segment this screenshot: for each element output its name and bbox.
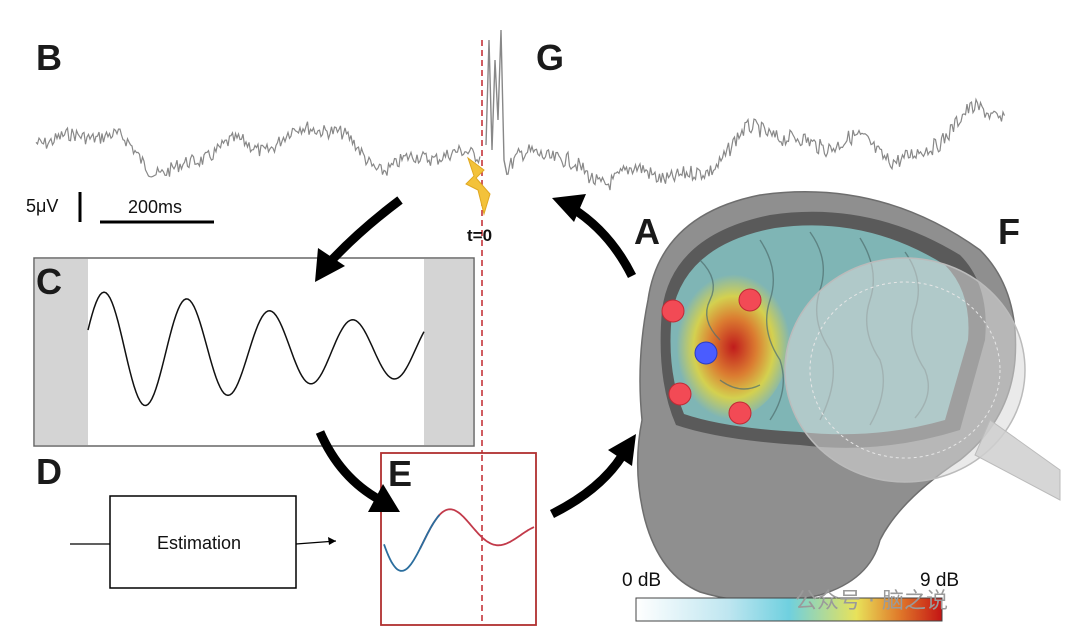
colorbar-min-label: 0 dB (622, 570, 662, 591)
estimation-output-arrowhead (328, 537, 336, 545)
recording-electrode (728, 401, 752, 425)
recording-electrode (661, 299, 685, 323)
filtered-oscillation (87, 291, 425, 407)
arrow-brain-to-g-head (552, 194, 586, 222)
arrow-brain-to-g (569, 204, 637, 279)
time-scale-label: 200ms (128, 197, 183, 217)
stimulation-electrode (694, 341, 718, 365)
cortex-activation (676, 274, 791, 420)
tms-coil-inner-ring (809, 281, 1001, 459)
arrow-b-to-c (326, 196, 403, 266)
tms-coil-handle (974, 419, 1061, 501)
panel-c-frame (33, 257, 475, 447)
lightning-bolt-icon (465, 156, 491, 216)
arrow-c-to-e-head (368, 484, 400, 512)
stimulus-artifact (485, 29, 508, 176)
panel-label-f: F (998, 211, 1020, 252)
panel-label-b: B (36, 37, 62, 78)
colorbar-max-label: 9 dB (920, 570, 960, 591)
panel-c-left-padding (35, 259, 88, 445)
voltage-scale-label: 5μV (26, 196, 59, 216)
panel-c-right-padding (424, 259, 473, 445)
arrow-e-to-brain-head (608, 434, 636, 466)
estimation-label: Estimation (157, 533, 242, 553)
head-model (636, 191, 1061, 603)
estimated-signal (383, 514, 441, 572)
panel-label-g: G (536, 37, 565, 78)
panel-label-e: E (388, 453, 413, 494)
panel-label-c: C (36, 261, 62, 302)
watermark: 公众号 · 脑之说 (795, 589, 948, 614)
tms-coil-disc (784, 257, 1026, 483)
arrow-c-to-e (315, 430, 383, 504)
estimation-block (109, 495, 297, 589)
arrow-e-to-brain (549, 453, 626, 519)
recording-electrode (738, 288, 762, 312)
t0-label: t=0 (467, 226, 493, 245)
colorbar (635, 597, 943, 622)
recording-electrode (668, 382, 692, 406)
panel-e-frame (380, 452, 537, 626)
eeg-trace (35, 97, 1006, 191)
panel-label-a: A (634, 211, 660, 252)
arrow-b-to-c-head (315, 248, 345, 282)
panel-label-d: D (36, 451, 62, 492)
